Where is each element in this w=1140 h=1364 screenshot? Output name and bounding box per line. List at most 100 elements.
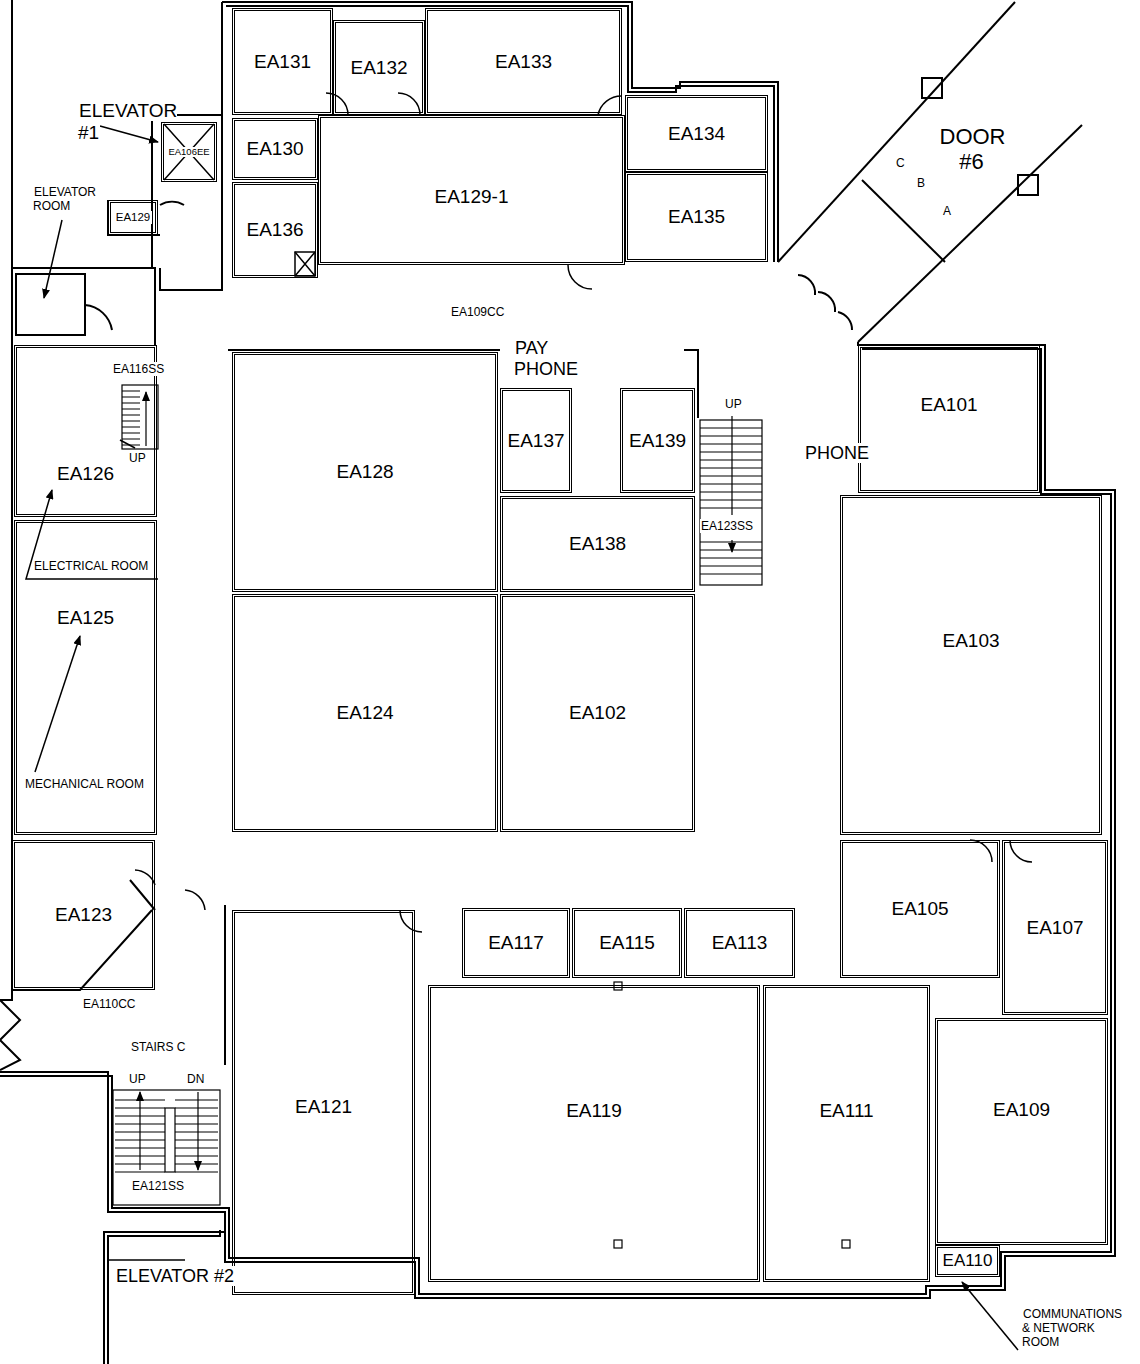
room-number: EA123 — [53, 904, 114, 926]
plan-label: MECHANICAL ROOM — [24, 778, 145, 792]
stairs — [113, 385, 762, 1205]
plan-label-text: DOOR #6 — [939, 124, 1006, 174]
door-arc — [185, 890, 205, 910]
room-number: EA115 — [597, 932, 657, 954]
room-box: EA101 — [858, 345, 1040, 493]
room-box: EA129 — [108, 200, 158, 235]
room-number: EA134 — [666, 123, 727, 145]
room-box: EA134 — [625, 95, 768, 172]
room-number: EA106EE — [166, 147, 211, 158]
plan-label-text: EA110CC — [82, 997, 136, 1011]
plan-label: EA123SS — [700, 520, 754, 534]
plan-label-text: UP — [724, 397, 743, 411]
door-arc — [400, 910, 422, 932]
room-number: EA109 — [991, 1099, 1052, 1121]
room-box: EA133 — [425, 8, 622, 115]
room-box: EA119 — [428, 985, 760, 1282]
door-arcs — [135, 93, 1032, 932]
room-number: EA119 — [564, 1100, 624, 1122]
plan-label: ELEVATOR ROOM — [33, 186, 113, 214]
outer-wall — [0, 342, 1115, 1298]
room-number: EA137 — [505, 430, 566, 452]
plan-label: DOOR #6 — [930, 124, 1014, 175]
plan-label: UP — [128, 452, 147, 466]
plan-label: DN — [186, 1073, 205, 1087]
room-number: EA132 — [348, 57, 409, 79]
plan-label: UP — [128, 1073, 147, 1087]
room-box: EA102 — [500, 594, 695, 832]
room-box: EA130 — [232, 118, 318, 180]
room-box: EA123 — [12, 840, 155, 990]
stair-outline — [122, 385, 158, 449]
room-number: EA102 — [567, 702, 628, 724]
plan-label: ELEVATOR #2 — [115, 1266, 235, 1287]
plan-label: ELECTRICAL ROOM — [33, 560, 149, 574]
room-box: EA113 — [684, 908, 795, 978]
room-number: EA128 — [334, 461, 395, 483]
door-arc — [135, 870, 155, 885]
leader-line — [35, 636, 80, 772]
room-number: EA130 — [244, 138, 305, 160]
elevator-wall — [108, 115, 222, 268]
plan-label: EA116SS — [112, 363, 165, 377]
room-number: EA110 — [941, 1251, 995, 1271]
outer-wall — [222, 2, 778, 262]
room-box: EA111 — [763, 985, 930, 1282]
outer-wall — [226, 6, 774, 262]
room-box: EA132 — [333, 20, 425, 115]
room-box: EA138 — [500, 496, 695, 592]
elevator-shaft-wall — [108, 1230, 220, 1364]
room-number: EA125 — [55, 607, 116, 629]
plan-label-text: A — [942, 204, 952, 218]
plan-label: ELEVATOR #1 — [78, 100, 190, 144]
door-arc — [970, 840, 992, 862]
vestibule-wall — [862, 180, 945, 262]
plan-label-text: EA123SS — [700, 519, 754, 533]
room-box: EA137 — [500, 388, 572, 493]
room-box: EA107 — [1002, 840, 1108, 1015]
outer-walls — [0, 0, 1115, 1364]
plan-label-text: MECHANICAL ROOM — [24, 777, 145, 791]
plan-label-text: PAY PHONE — [514, 338, 579, 379]
room-box: EA105 — [840, 840, 1000, 978]
room-box: EA129-1 — [318, 115, 625, 265]
plan-label-text: B — [916, 176, 926, 190]
stair-arrow — [139, 1092, 140, 1170]
room-number: EA138 — [567, 533, 628, 555]
plan-label-text: EA121SS — [131, 1179, 185, 1193]
courtyard-wall — [228, 350, 698, 418]
room-box: EA110 — [935, 1245, 1000, 1277]
stair-outline — [113, 1090, 220, 1205]
plan-label: STAIRS C — [130, 1041, 186, 1055]
plan-label-text: ELEVATOR ROOM — [33, 185, 96, 213]
room-number: EA135 — [666, 206, 727, 228]
leader-line — [26, 490, 158, 579]
leader-line — [120, 440, 135, 448]
room-box: EA139 — [620, 388, 695, 493]
stair-landing — [165, 1108, 175, 1172]
plan-label: B — [916, 177, 926, 191]
room-number: EA105 — [889, 898, 950, 920]
plan-label-text: ELECTRICAL ROOM — [33, 559, 149, 573]
room-number: EA113 — [710, 932, 770, 954]
plan-label: C — [895, 157, 906, 171]
door-arc — [798, 275, 852, 330]
column — [922, 78, 942, 98]
room-box: EA115 — [572, 908, 682, 978]
plan-label: COMMUNATIONS & NETWORK ROOM — [1022, 1308, 1130, 1349]
room-number: EA139 — [627, 430, 688, 452]
plan-label-text: EA116SS — [112, 362, 165, 376]
room-number: EA133 — [493, 51, 554, 73]
vestibule-wall — [858, 125, 1082, 342]
leader-line — [100, 126, 158, 142]
elevator-cross — [295, 252, 315, 276]
room-number: EA103 — [940, 630, 1001, 652]
leader-lines — [26, 126, 1018, 1350]
room-number: EA136 — [244, 219, 305, 241]
stair-arrow — [145, 392, 146, 446]
room-box: EA103 — [840, 495, 1102, 835]
plan-label-text: ELEVATOR #2 — [115, 1266, 235, 1286]
room-number: EA126 — [55, 463, 116, 485]
